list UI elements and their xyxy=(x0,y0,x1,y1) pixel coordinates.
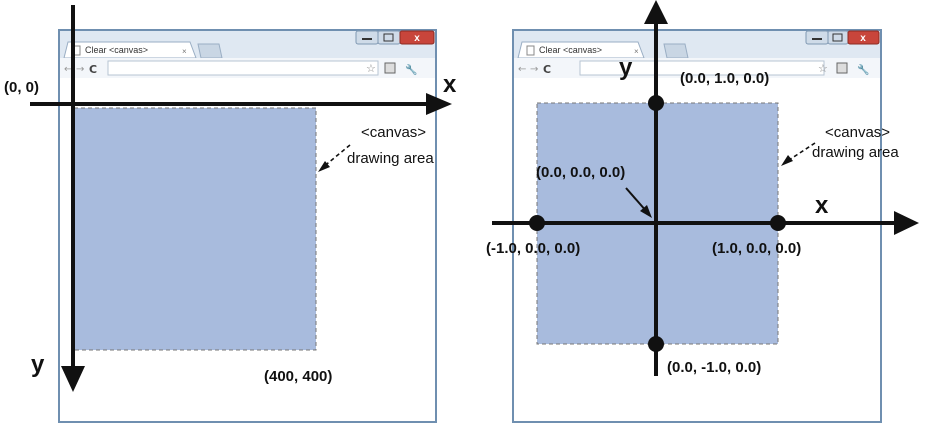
close-glyph: x xyxy=(414,33,420,44)
point-bottom xyxy=(648,336,664,352)
minimize-glyph xyxy=(812,38,822,40)
point-top xyxy=(648,95,664,111)
left-origin-label: (0, 0) xyxy=(4,79,39,96)
left-canvas-note-line1: <canvas> xyxy=(361,124,426,141)
back-arrow-icon[interactable]: ← xyxy=(518,64,526,75)
page-icon xyxy=(526,45,535,56)
right-bottom-label: (0.0, -1.0, 0.0) xyxy=(667,359,761,376)
left-address-bar[interactable] xyxy=(107,60,379,76)
right-address-bar[interactable] xyxy=(579,60,825,76)
tab-close-icon[interactable]: × xyxy=(182,47,187,56)
left-browser-window: x Clear <canvas> × ← → C ☆ 🔧 xyxy=(58,29,437,423)
star-icon[interactable]: ☆ xyxy=(366,62,376,75)
page-menu-icon[interactable] xyxy=(384,62,396,74)
right-center-label: (0.0, 0.0, 0.0) xyxy=(536,164,625,181)
close-glyph: x xyxy=(860,33,866,44)
right-left-label: (-1.0, 0.0, 0.0) xyxy=(486,240,580,257)
maximize-glyph xyxy=(832,33,843,42)
left-x-axis-arrow xyxy=(426,93,452,115)
right-window-controls: x xyxy=(805,30,880,45)
new-tab-icon[interactable] xyxy=(663,43,689,59)
left-tab-title: Clear <canvas> xyxy=(85,45,148,55)
forward-arrow-icon[interactable]: → xyxy=(530,64,538,75)
wrench-icon[interactable]: 🔧 xyxy=(857,63,869,76)
right-x-axis-label: x xyxy=(815,192,829,219)
right-tab-title: Clear <canvas> xyxy=(539,45,602,55)
right-canvas-note-line2: drawing area xyxy=(812,144,899,161)
point-right xyxy=(770,215,786,231)
page-menu-icon[interactable] xyxy=(836,62,848,74)
back-arrow-icon[interactable]: ← xyxy=(64,64,72,75)
right-canvas-note-line1: <canvas> xyxy=(825,124,890,141)
forward-arrow-icon[interactable]: → xyxy=(76,64,84,75)
right-right-label: (1.0, 0.0, 0.0) xyxy=(712,240,801,257)
left-canvas-note-line2: drawing area xyxy=(347,150,434,167)
point-left xyxy=(529,215,545,231)
right-y-axis-arrow xyxy=(644,0,668,24)
wrench-icon[interactable]: 🔧 xyxy=(405,63,417,76)
left-y-axis-label: y xyxy=(31,351,45,378)
minimize-icon[interactable] xyxy=(805,30,829,45)
reload-icon[interactable]: C xyxy=(89,63,97,76)
left-canvas-drawing-area xyxy=(73,107,317,351)
maximize-icon[interactable] xyxy=(827,30,849,45)
minimize-icon[interactable] xyxy=(355,30,379,45)
right-y-axis-label: y xyxy=(619,54,633,81)
new-tab-icon[interactable] xyxy=(197,43,223,59)
star-icon[interactable]: ☆ xyxy=(818,62,828,75)
maximize-glyph xyxy=(383,33,394,42)
reload-icon[interactable]: C xyxy=(543,63,551,76)
left-y-axis-arrow xyxy=(61,366,85,392)
origin-pointer-head xyxy=(640,205,652,218)
right-top-label: (0.0, 1.0, 0.0) xyxy=(680,70,769,87)
left-corner-label: (400, 400) xyxy=(264,368,332,385)
left-window-controls: x xyxy=(355,30,435,45)
close-icon[interactable] xyxy=(399,30,435,45)
maximize-icon[interactable] xyxy=(377,30,401,45)
left-x-axis-label: x xyxy=(443,71,457,98)
right-canvas-note-pointer-head xyxy=(781,155,793,166)
minimize-glyph xyxy=(362,38,372,40)
tab-close-icon[interactable]: × xyxy=(634,47,639,56)
close-icon[interactable] xyxy=(847,30,880,45)
left-canvas-note-pointer-head xyxy=(318,161,330,172)
right-x-axis-arrow xyxy=(894,211,919,235)
